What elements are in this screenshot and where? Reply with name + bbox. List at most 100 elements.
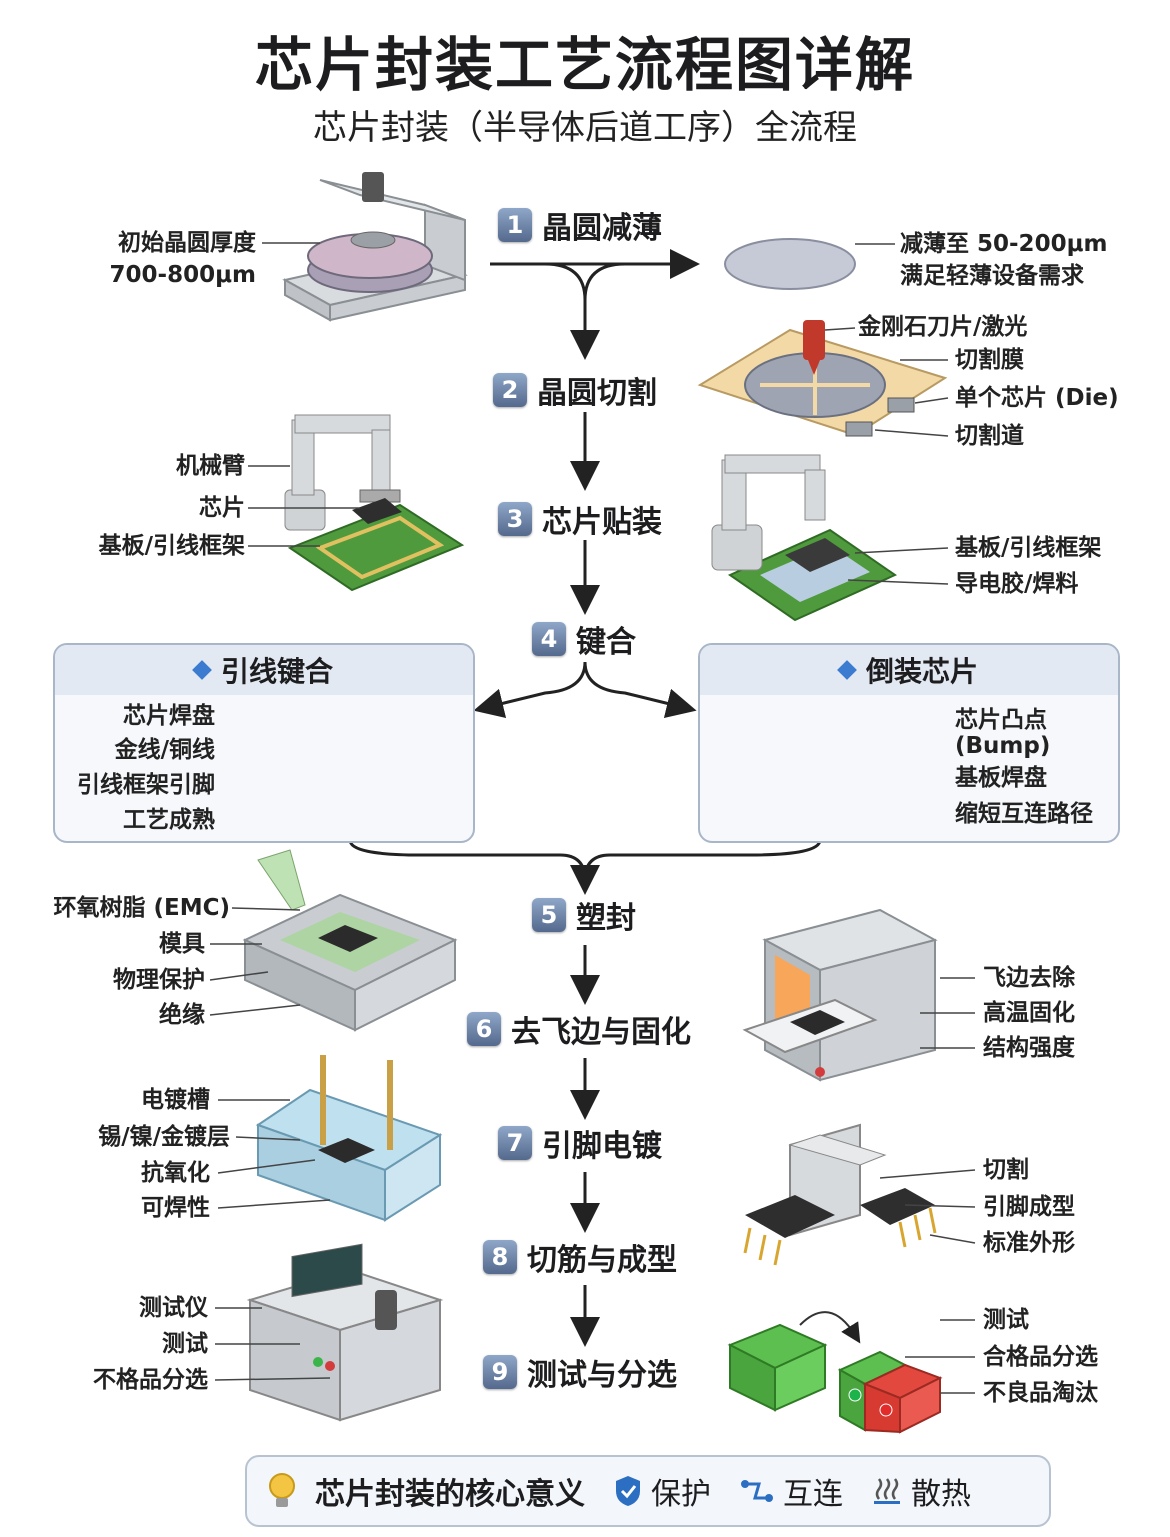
step-4: 4 键合: [532, 617, 636, 661]
thin-wafer-illustration: [724, 238, 856, 290]
step-2-label: 晶圆切割: [537, 376, 657, 411]
diamond-icon: [837, 660, 857, 680]
tester-illustration: [246, 1243, 444, 1422]
step-1-label: 晶圆减薄: [542, 211, 662, 246]
step-4-label: 键合: [576, 625, 636, 660]
label-mature-process: 工艺成熟: [123, 807, 215, 833]
wire-bond-header: 引线键合: [55, 645, 473, 695]
step-1: 1 晶圆减薄: [498, 203, 662, 247]
label-single-die: 单个芯片 (Die): [955, 385, 1119, 411]
step-5: 5 塑封: [532, 893, 636, 937]
step-2: 2 晶圆切割: [493, 368, 657, 412]
label-plating-layer: 锡/镍/金镀层: [98, 1124, 230, 1150]
step-8: 8 切筋与成型: [483, 1235, 677, 1279]
label-reject-eliminate: 不良品淘汰: [983, 1380, 1098, 1406]
label-chip-pad: 芯片焊盘: [123, 703, 215, 729]
label-robot-arm: 机械臂: [176, 453, 245, 479]
label-plating-tank: 电镀槽: [141, 1087, 210, 1113]
page-title: 芯片封装工艺流程图详解: [254, 31, 915, 99]
step-6-number: 6: [467, 1012, 501, 1046]
step-5-label: 塑封: [576, 901, 636, 936]
label-deflash: 飞边去除: [983, 965, 1075, 991]
label-thin-device: 满足轻薄设备需求: [900, 263, 1084, 289]
step-6: 6 去飞边与固化: [467, 1007, 691, 1051]
footer-item-interconnect: 互连: [739, 1469, 843, 1513]
step-4-number: 4: [532, 622, 566, 656]
step-5-number: 5: [532, 898, 566, 932]
step-7-label: 引脚电镀: [542, 1129, 662, 1164]
label-test-right: 测试: [983, 1307, 1029, 1333]
step-9-number: 9: [483, 1355, 517, 1389]
label-dicing-tape: 切割膜: [955, 347, 1024, 373]
label-tester: 测试仪: [139, 1295, 208, 1321]
page-subtitle: 芯片封装（半导体后道工序）全流程: [313, 108, 857, 148]
lightbulb-icon: [269, 1473, 295, 1507]
dicing-illustration: [697, 320, 948, 437]
label-mold: 模具: [159, 931, 205, 957]
label-physical-protection: 物理保护: [113, 967, 205, 993]
heat-dissipation-icon: [874, 1478, 900, 1504]
label-initial-thickness: 初始晶圆厚度: [118, 230, 256, 256]
flow-arrows: [348, 249, 822, 1347]
footer-item-protect-label: 保护: [651, 1477, 711, 1512]
step-3-label: 芯片贴装: [542, 505, 662, 540]
label-leadframe-pin: 引线框架引脚: [77, 772, 215, 798]
step-9: 9 测试与分选: [483, 1350, 677, 1394]
label-conductive-adhesive: 导电胶/焊料: [955, 571, 1079, 597]
trim-form-illustration: [743, 1123, 937, 1266]
shield-icon: [616, 1476, 640, 1506]
plating-tank-illustration: [255, 1055, 443, 1222]
label-chip-bump: 芯片凸点: [955, 707, 1047, 733]
flip-chip-header: 倒装芯片: [700, 645, 1118, 695]
step-1-number: 1: [498, 208, 532, 242]
wire-bond-title: 引线键合: [220, 655, 333, 688]
footer-item-heat: 散热: [871, 1469, 971, 1513]
step-6-label: 去飞边与固化: [511, 1015, 691, 1050]
label-chip: 芯片: [199, 495, 245, 521]
pick-place-right-illustration: [711, 454, 898, 622]
diamond-icon: [192, 660, 212, 680]
label-anti-oxidation: 抗氧化: [141, 1160, 210, 1186]
step-7-number: 7: [498, 1126, 532, 1160]
label-diamond-blade: 金刚石刀片/激光: [858, 314, 1028, 340]
label-lead-forming: 引脚成型: [983, 1194, 1075, 1220]
grinder-illustration: [282, 172, 468, 322]
footer-item-protect: 保护: [613, 1469, 711, 1513]
flip-chip-panel: 倒装芯片: [698, 643, 1120, 843]
label-initial-thickness-value: 700-800μm: [109, 262, 256, 288]
molding-illustration: [242, 849, 458, 1032]
label-shorter-path: 缩短互连路径: [955, 801, 1093, 827]
core-significance-bar: 芯片封装的核心意义 保护 互连 散热: [245, 1455, 1051, 1527]
core-significance-title: 芯片封装的核心意义: [315, 1477, 585, 1512]
footer-item-heat-label: 散热: [911, 1477, 971, 1512]
label-dicing-street: 切割道: [955, 423, 1024, 449]
label-substrate-right: 基板/引线框架: [955, 535, 1102, 561]
label-solderability: 可焊性: [141, 1195, 210, 1221]
sorting-bins-illustration: [727, 1311, 943, 1434]
curing-oven-illustration: [742, 908, 938, 1082]
interconnect-icon: [741, 1480, 773, 1502]
label-emc: 环氧树脂 (EMC): [53, 895, 230, 921]
pick-place-left-illustration: [284, 414, 465, 592]
label-standard-shape: 标准外形: [983, 1230, 1075, 1256]
step-3: 3 芯片贴装: [498, 497, 662, 541]
label-gold-wire: 金线/铜线: [114, 737, 215, 763]
label-reject-sort-left: 不格品分选: [93, 1367, 208, 1393]
label-test-left: 测试: [162, 1331, 208, 1357]
label-insulation: 绝缘: [159, 1002, 205, 1028]
label-structural-strength: 结构强度: [983, 1035, 1075, 1061]
flip-chip-title: 倒装芯片: [865, 655, 978, 688]
step-9-label: 测试与分选: [527, 1358, 677, 1393]
label-trim: 切割: [983, 1157, 1029, 1183]
label-good-sort: 合格品分选: [983, 1344, 1098, 1370]
footer-item-interconnect-label: 互连: [783, 1477, 843, 1512]
label-high-temp-cure: 高温固化: [983, 1000, 1075, 1026]
step-3-number: 3: [498, 502, 532, 536]
step-2-number: 2: [493, 373, 527, 407]
step-7: 7 引脚电镀: [498, 1121, 662, 1165]
wire-bond-panel: 引线键合: [53, 643, 475, 843]
label-bump: (Bump): [955, 733, 1051, 759]
step-8-number: 8: [483, 1240, 517, 1274]
label-substrate-pad: 基板焊盘: [955, 765, 1047, 791]
label-substrate-left: 基板/引线框架: [98, 533, 245, 559]
